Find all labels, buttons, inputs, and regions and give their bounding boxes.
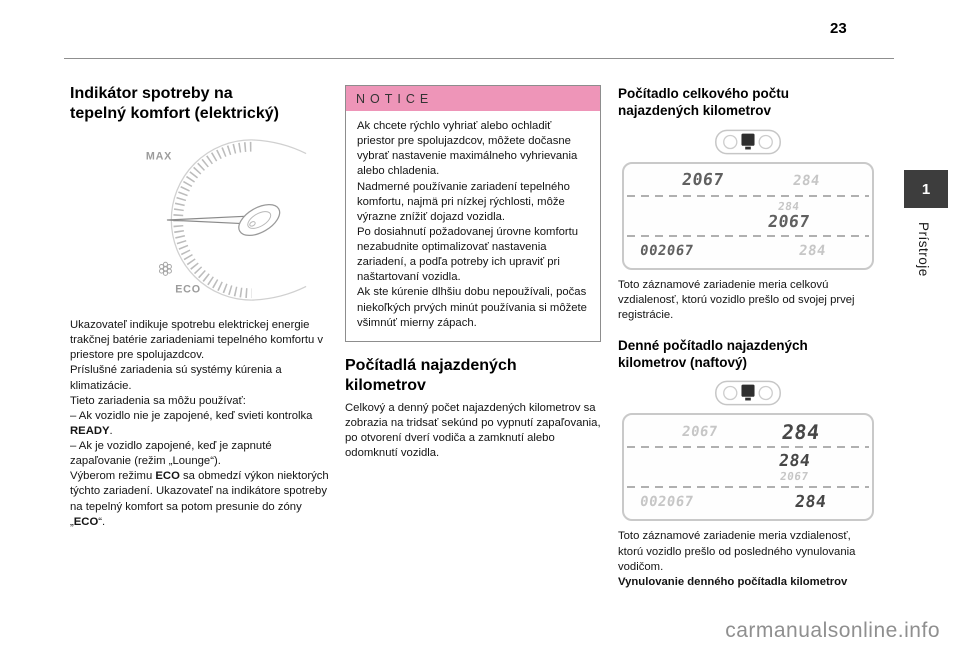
text-segment: . [109,424,113,437]
middle-column: NOTICE Ak chcete rýchlo vyhriať alebo oc… [345,85,601,461]
header-divider [64,58,894,59]
odometer-row: 002067 284 [624,488,872,516]
left-column: Indikátor spotreby na tepelný komfort (e… [70,84,330,530]
notice-body: Ak chcete rýchlo vyhriať alebo ochladiť … [346,111,600,341]
list-item-lounge: – Ak je vozidlo zapojené, keď je zapnuté… [70,440,272,468]
body-paragraph: Toto záznamové zariadenie meria vzdialen… [618,530,856,573]
chapter-tab: 1 [904,170,948,208]
odometer-display: 2067 284 284 2067 002067 284 [622,161,874,270]
odometer-value-trip: 284 [793,492,828,512]
subsection-heading-total-odometer: Počítadlo celkového počtu najazdených ki… [618,86,790,119]
right-column: Počítadlo celkového počtu najazdených ki… [618,85,878,590]
display-divider [627,234,869,237]
section-heading-odometers: Počítadlá najazdených kilometrov [345,356,517,394]
odometer-value-total: 002067 [639,494,695,511]
text-segment: – Ak vozidlo nie je zapojené, keď svieti… [70,409,313,422]
odometer-value-total: 2067 [680,170,726,190]
gauge-hub [238,203,281,237]
chapter-label: Prístroje [916,222,931,277]
odometer-value-stack: 284 2067 [767,199,812,231]
text-segment: Výberom režimu [70,470,156,483]
instrument-cluster-icon [715,381,781,406]
odometer-display: 2067 284 284 2067 002067 284 [622,413,874,522]
odometer-value-total: 2067 [779,470,810,484]
trip-odometer-illustration: 2067 284 284 2067 002067 284 [622,379,874,522]
notice-header: NOTICE [346,86,600,111]
gauge-max-label: MAX [146,150,172,162]
body-paragraph: Celkový a denný počet najazdených kilome… [345,401,601,460]
notice-paragraph: Ak ste kúrenie dlhšiu dobu nepoužívali, … [357,286,587,329]
thermal-comfort-gauge-illustration: MAX ECO [134,136,320,304]
list-item-ready: – Ak vozidlo nie je zapojené, keď svieti… [70,409,330,439]
odometer-value-total: 2067 [681,424,719,441]
body-paragraph: Tieto zariadenia sa môžu používať: [70,394,246,407]
total-odometer-illustration: 2067 284 284 2067 002067 284 [622,128,874,270]
odometer-row: 284 2067 [624,197,872,235]
odometer-value-trip: 284 [777,450,812,470]
bold-text-ready: READY [70,424,110,437]
eco-flower-icon [159,261,172,276]
odometer-row: 284 2067 [624,448,872,486]
watermark: carmanualsonline.info [725,619,940,642]
gauge-bottom-edge [251,285,307,301]
body-paragraph: Príslušné zariadenia sú systémy kúrenia … [70,364,282,392]
odometer-value-trip: 284 [798,242,827,259]
display-divider [627,446,869,449]
text-segment: “. [98,515,106,528]
odometer-value-trip: 284 [780,420,822,445]
display-divider [627,194,869,197]
odometer-row: 2067 284 [624,418,872,446]
subsection-heading-trip-odometer: Denné počítadlo najazdených kilometrov (… [618,337,808,371]
gauge-top-edge [251,139,307,155]
odometer-value-total: 2067 [767,211,812,231]
bold-text-eco: ECO [155,470,180,483]
notice-paragraph: Po dosiahnutí požadovanej úrovne komfort… [357,225,579,284]
odometer-row: 2067 284 [624,167,872,195]
notice-paragraph: Ak chcete rýchlo vyhriať alebo ochladiť … [357,120,578,178]
odometer-row: 002067 284 [624,237,872,265]
gauge-eco-label: ECO [175,283,201,295]
display-divider [627,486,869,489]
chapter-number: 1 [921,180,931,198]
reset-instruction-title: Vynulovanie denného počítadla kilometrov [618,575,848,588]
odometer-value-stack: 284 2067 [777,450,812,484]
body-paragraph: Toto záznamové zariadenie meria celkovú … [618,278,855,321]
bold-text-eco: ECO [73,515,99,528]
notice-title: NOTICE [356,91,434,106]
body-paragraph: Ukazovateľ indikuje spotrebu elektrickej… [70,319,324,362]
text-segment: sa obmedzí výkon niektorých týchto zaria… [70,470,329,528]
instrument-cluster-icon [715,129,781,154]
gauge-graphic: MAX ECO [146,139,307,301]
body-paragraph: Výberom režimu ECO sa obmedzí výkon niek… [70,469,330,530]
odometer-value-total: 002067 [639,242,695,259]
odometer-value-trip: 284 [792,172,821,189]
section-heading-thermal-indicator: Indikátor spotreby na tepelný komfort (e… [70,85,279,122]
notice-box: NOTICE Ak chcete rýchlo vyhriať alebo oc… [345,85,601,342]
odometer-value-trip: 284 [777,199,801,213]
notice-paragraph: Nadmerné používanie zariadení tepelného … [357,180,570,223]
page-number: 23 [830,20,847,37]
